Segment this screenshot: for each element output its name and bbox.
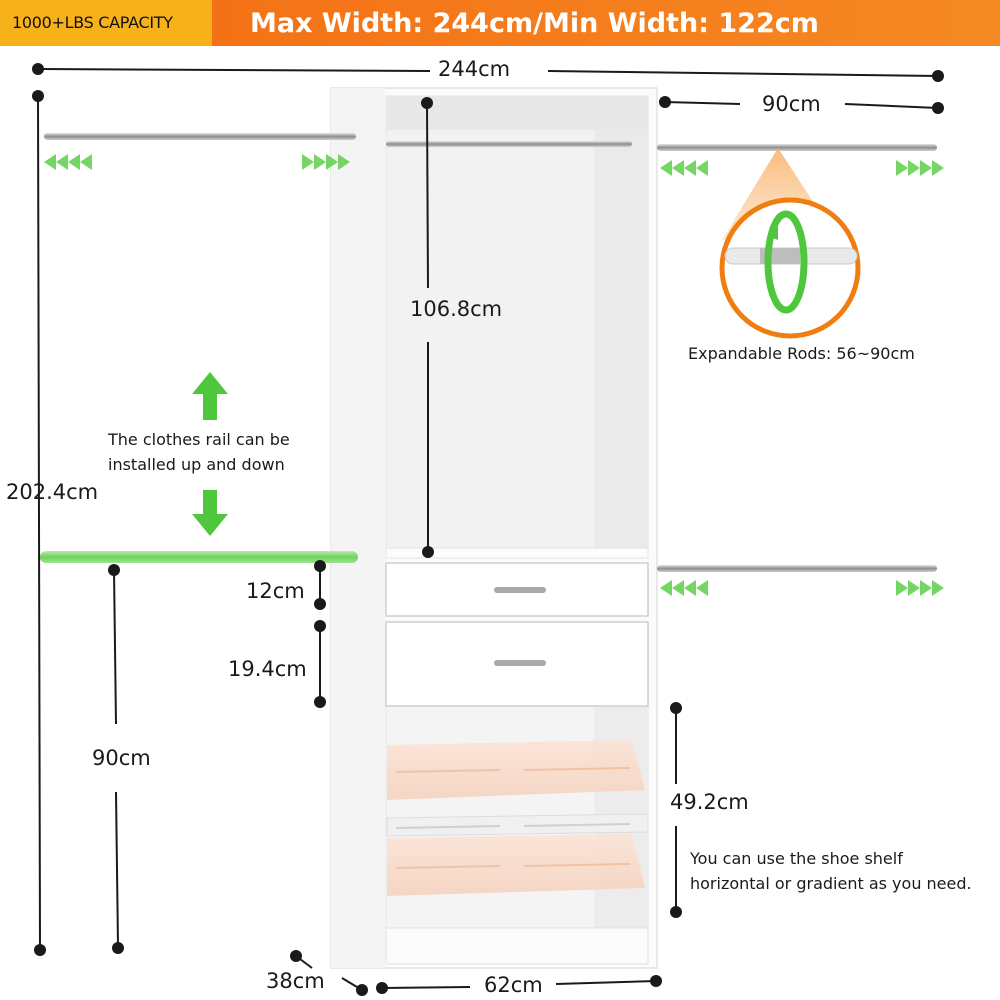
rail-note-line1: The clothes rail can be [108, 430, 290, 449]
rod-length-label: 90cm [762, 92, 821, 116]
bottom-drawer-label: 19.4cm [228, 657, 307, 681]
tower-width-label: 62cm [484, 973, 543, 997]
expand-arrows [44, 154, 944, 596]
inner-hanging-rod [386, 141, 632, 147]
dimension-dots [32, 63, 944, 996]
capacity-text: 1000+LBS CAPACITY [12, 13, 173, 32]
top-banner: 1000+LBS CAPACITY Max Width: 244cm/Min W… [0, 0, 1000, 46]
depth-label: 38cm [266, 969, 325, 993]
rail-note-line2: installed up and down [108, 455, 285, 474]
total-width-label: 244cm [438, 57, 511, 81]
shoe-note-line1: You can use the shoe shelf [690, 849, 903, 868]
left-lower-rod-green [40, 551, 358, 563]
lower-rod-height-label: 90cm [92, 746, 151, 770]
top-drawer-label: 12cm [246, 579, 305, 603]
upper-section-label: 106.8cm [410, 297, 503, 321]
shoe-note-line2: horizontal or gradient as you need. [690, 874, 972, 893]
rail-note: The clothes rail can be installed up and… [108, 427, 290, 477]
dimension-lines [37, 68, 939, 991]
right-upper-rod [657, 144, 937, 151]
capacity-badge: 1000+LBS CAPACITY [0, 0, 212, 46]
rods-note: Expandable Rods: 56~90cm [688, 344, 915, 363]
top-drawer [385, 562, 649, 617]
up-down-arrows [192, 372, 228, 536]
left-upper-rod [44, 133, 356, 140]
rod-detail-zoom [719, 148, 861, 339]
right-lower-rod [657, 565, 937, 572]
bottom-drawer [385, 621, 649, 707]
width-headline: Max Width: 244cm/Min Width: 122cm [250, 8, 819, 39]
shoe-shelves [386, 740, 649, 896]
shoe-section-label: 49.2cm [670, 790, 749, 814]
shoe-note: You can use the shoe shelf horizontal or… [690, 846, 972, 896]
total-height-label: 202.4cm [6, 480, 99, 504]
